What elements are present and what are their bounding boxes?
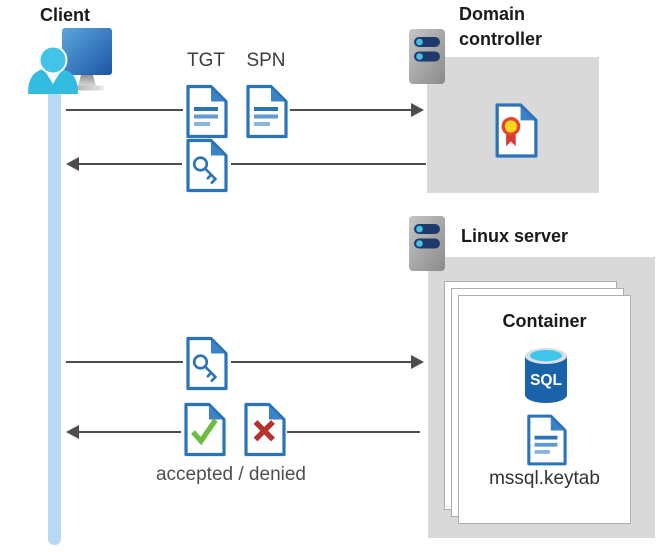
client-lifeline [48, 86, 61, 545]
arrow-linux-to-client-line [79, 431, 181, 433]
linux-server-icon [408, 215, 446, 272]
spn-document-icon [244, 84, 288, 139]
arrow-client-to-linux-line [231, 361, 411, 363]
keytab-filename-label: mssql.keytab [489, 468, 600, 489]
arrow-client-to-dc-line [290, 109, 411, 111]
certificate-document-icon [493, 103, 538, 158]
arrow-linux-to-client-head [66, 425, 79, 439]
domain-controller-server-icon [408, 28, 446, 85]
linux-server-label: Linux server [461, 226, 569, 246]
tgt-label: TGT [187, 50, 225, 71]
accepted-check-document-icon [182, 402, 226, 457]
sql-database-icon: SQL [525, 348, 567, 403]
arrow-dc-to-client-head [66, 157, 79, 171]
domain-controller-label: Domain controller [459, 4, 543, 49]
ticket-key-document-icon [184, 138, 228, 193]
sql-icon-label: SQL [530, 372, 562, 389]
denied-x-document-icon [242, 402, 286, 457]
accepted-denied-label: accepted / denied [155, 464, 306, 485]
arrow-dc-to-client-line [79, 163, 182, 165]
client-label: Client [39, 5, 90, 25]
domain-controller-box [427, 57, 599, 193]
spn-label: SPN [246, 50, 286, 71]
arrow-client-to-dc-line [66, 109, 183, 111]
arrow-client-to-dc-head [411, 103, 424, 117]
arrow-dc-to-client-line [231, 163, 426, 165]
arrow-linux-to-client-line [287, 431, 420, 433]
container-label: Container [502, 311, 587, 331]
keytab-document-icon [525, 414, 567, 466]
tgt-document-icon [184, 84, 228, 139]
ticket-key-document-icon [184, 336, 228, 391]
container-card-front: Container SQL mssql.keytab [458, 295, 631, 524]
arrow-client-to-linux-head [411, 355, 424, 369]
client-computer-icon [28, 28, 112, 94]
arrow-client-to-linux-line [66, 361, 183, 363]
